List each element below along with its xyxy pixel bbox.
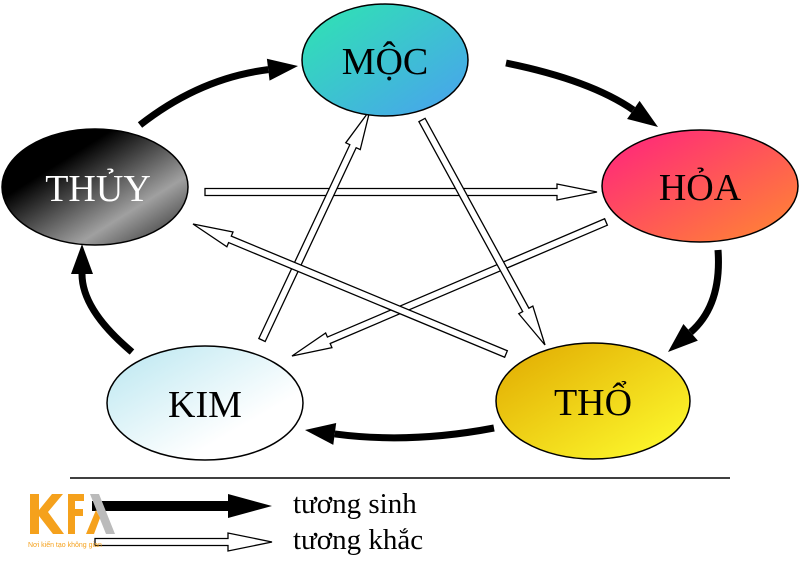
legend-overcoming-label: tương khắc bbox=[293, 524, 424, 556]
arrow-thuy-generates-moc bbox=[137, 58, 298, 128]
arrow-thuy-overcomes-hoa bbox=[204, 183, 598, 201]
arrow-tho-overcomes-thuy bbox=[192, 223, 509, 359]
legend-generating-arrow bbox=[92, 494, 272, 518]
arrow-hoa-overcomes-kim bbox=[291, 217, 609, 357]
label-hoa: HỎA bbox=[659, 166, 742, 209]
label-kim: KIM bbox=[168, 384, 242, 426]
legend-generating-label: tương sinh bbox=[293, 488, 417, 520]
arrow-hoa-generates-tho bbox=[668, 249, 722, 352]
arrow-tho-generates-kim bbox=[305, 423, 495, 445]
element-hoa bbox=[601, 129, 799, 243]
element-tho bbox=[495, 342, 691, 460]
arrow-moc-overcomes-tho bbox=[418, 117, 546, 346]
label-moc: MỘC bbox=[342, 41, 429, 83]
element-moc bbox=[301, 3, 469, 117]
legend-overcoming-arrow bbox=[94, 532, 273, 552]
label-thuy: THỦY bbox=[45, 167, 151, 210]
element-thuy bbox=[1, 128, 189, 246]
arrow-kim-overcomes-moc bbox=[257, 109, 371, 343]
arrow-kim-generates-thuy bbox=[71, 244, 135, 355]
label-tho: THỔ bbox=[554, 381, 632, 424]
kfa-logo: Nơi kiến tạo không gian bbox=[28, 492, 128, 552]
logo-tagline: Nơi kiến tạo không gian bbox=[28, 540, 102, 549]
element-kim bbox=[106, 345, 304, 461]
arrow-moc-generates-hoa bbox=[505, 59, 658, 127]
